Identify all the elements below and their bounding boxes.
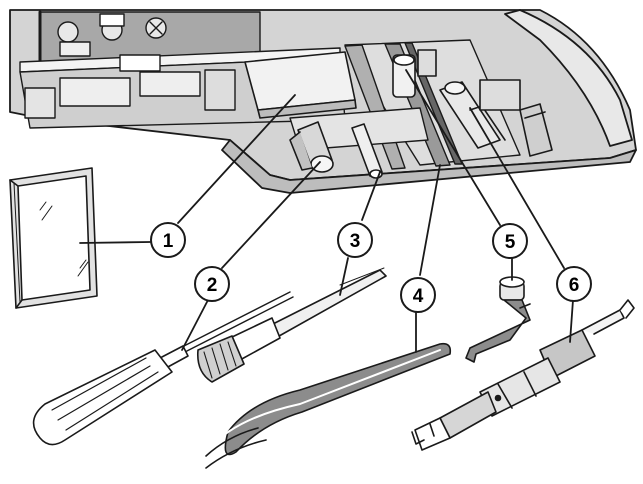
leader-line-3a <box>361 171 381 221</box>
tip-receptacle <box>392 49 437 98</box>
cleaning-wand <box>411 299 635 451</box>
callout-circle <box>492 223 528 259</box>
hook-tool <box>465 276 531 363</box>
callout-3: 3 <box>337 222 373 258</box>
callout-2: 2 <box>194 266 230 302</box>
leader-line-6a <box>469 107 565 269</box>
callout-5: 5 <box>492 223 528 259</box>
callout-circle <box>150 222 186 258</box>
leader-lines <box>79 69 574 353</box>
callout-number: 2 <box>207 275 218 296</box>
leader-line-6b <box>569 299 574 343</box>
callout-circle <box>556 266 592 302</box>
brush-tool <box>196 267 387 383</box>
leader-line-5a <box>405 69 501 226</box>
screwdriver <box>32 291 294 446</box>
tool-slot <box>439 79 553 157</box>
callout-circle <box>400 277 436 313</box>
callout-6: 6 <box>556 266 592 302</box>
tweezers <box>205 342 452 469</box>
callout-number: 5 <box>505 232 516 253</box>
callout-number: 6 <box>569 275 580 296</box>
gear-icon <box>57 21 79 43</box>
leader-line-4a <box>419 164 441 276</box>
leader-line-1 <box>177 94 296 224</box>
gear-mechanism <box>38 10 261 64</box>
callout-number: 4 <box>413 286 424 307</box>
cover-plate <box>244 51 357 119</box>
leader-line-3b <box>339 257 349 296</box>
callout-4: 4 <box>400 277 436 313</box>
glass-card <box>9 167 98 309</box>
leader-line-1b <box>79 241 151 244</box>
callout-circle <box>337 222 373 258</box>
leader-line-2a <box>221 161 321 269</box>
callout-circle <box>194 266 230 302</box>
callout-number: 1 <box>163 231 174 252</box>
leader-line-2b <box>181 299 209 351</box>
callout-number: 3 <box>350 231 361 252</box>
callout-1: 1 <box>150 222 186 258</box>
pin-in-device <box>351 123 383 179</box>
roller-in-device <box>289 121 334 173</box>
